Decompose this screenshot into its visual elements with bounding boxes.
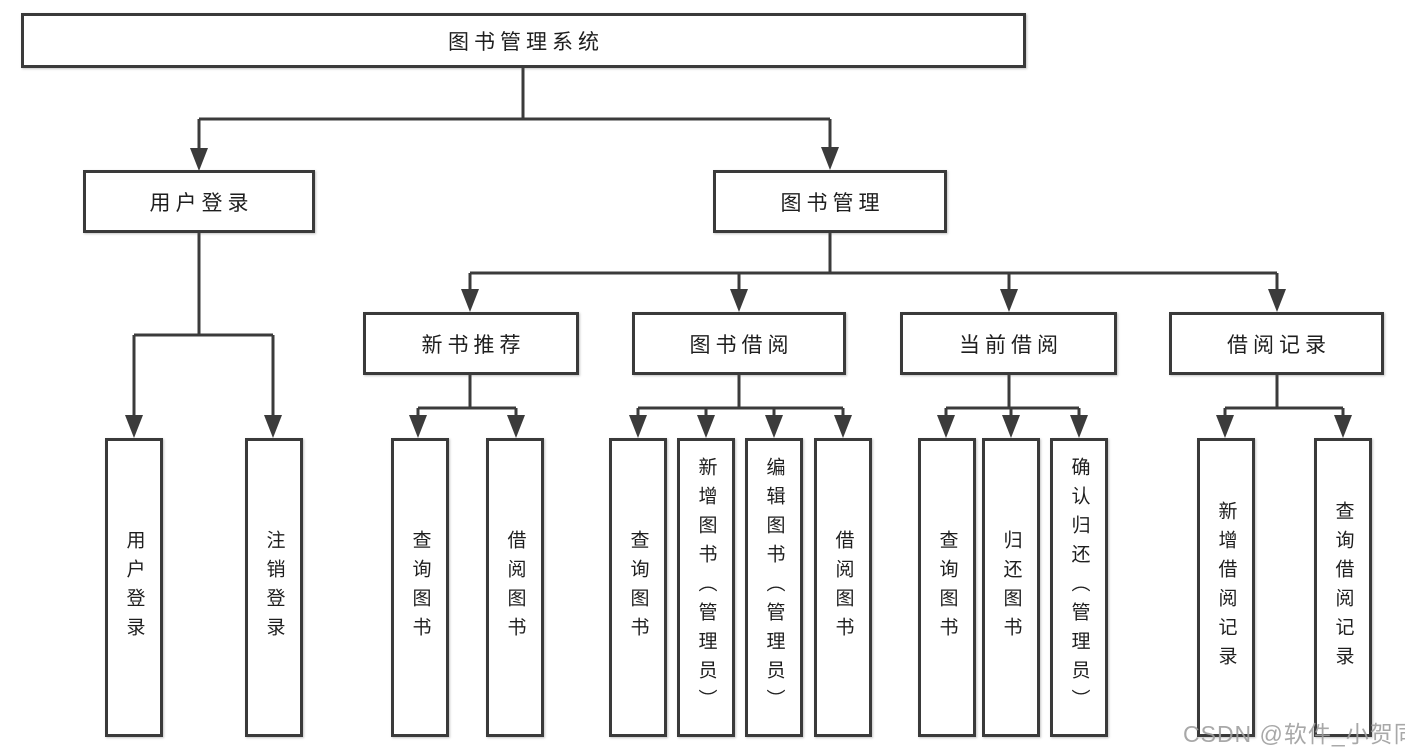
node-add-borrow-record: 新增借阅记录	[1197, 438, 1255, 737]
leaf-label: 查询图书	[409, 529, 431, 646]
leaf-label: 查询图书	[936, 529, 958, 646]
node-book-management-branch: 图书管理	[713, 170, 947, 233]
node-confirm-return-admin: 确认归还（管理员）	[1050, 438, 1108, 737]
node-user-login: 用户登录	[105, 438, 163, 737]
node-book-borrowing: 图书借阅	[632, 312, 846, 375]
leaf-label: 注销登录	[263, 529, 285, 646]
node-borrowing-query-books: 查询图书	[609, 438, 667, 737]
leaf-label: 归还图书	[1000, 529, 1022, 646]
leaf-label: 新增借阅记录	[1215, 500, 1237, 675]
node-add-books-admin: 新增图书（管理员）	[677, 438, 735, 737]
node-new-book-recommendation: 新书推荐	[363, 312, 579, 375]
leaf-label: 借阅图书	[504, 529, 526, 646]
leaf-label: 查询图书	[627, 529, 649, 646]
node-current-borrowing: 当前借阅	[900, 312, 1117, 375]
node-current-query-books: 查询图书	[918, 438, 976, 737]
node-logout: 注销登录	[245, 438, 303, 737]
node-query-borrow-record: 查询借阅记录	[1314, 438, 1372, 737]
node-newbook-query-books: 查询图书	[391, 438, 449, 737]
leaf-label: 用户登录	[123, 529, 145, 646]
node-return-books: 归还图书	[982, 438, 1040, 737]
leaf-label: 确认归还（管理员）	[1068, 457, 1090, 718]
leaf-label: 编辑图书（管理员）	[763, 457, 785, 718]
node-borrowing-borrow-books: 借阅图书	[814, 438, 872, 737]
leaf-label: 借阅图书	[832, 529, 854, 646]
leaf-label: 查询借阅记录	[1332, 500, 1354, 675]
node-borrowing-records: 借阅记录	[1169, 312, 1384, 375]
node-edit-books-admin: 编辑图书（管理员）	[745, 438, 803, 737]
csdn-watermark: CSDN @软件_小贺同学	[1183, 721, 1405, 747]
node-user-login-branch: 用户登录	[83, 170, 315, 233]
node-library-management-system: 图书管理系统	[21, 13, 1026, 68]
leaf-label: 新增图书（管理员）	[695, 457, 717, 718]
node-newbook-borrow-books: 借阅图书	[486, 438, 544, 737]
